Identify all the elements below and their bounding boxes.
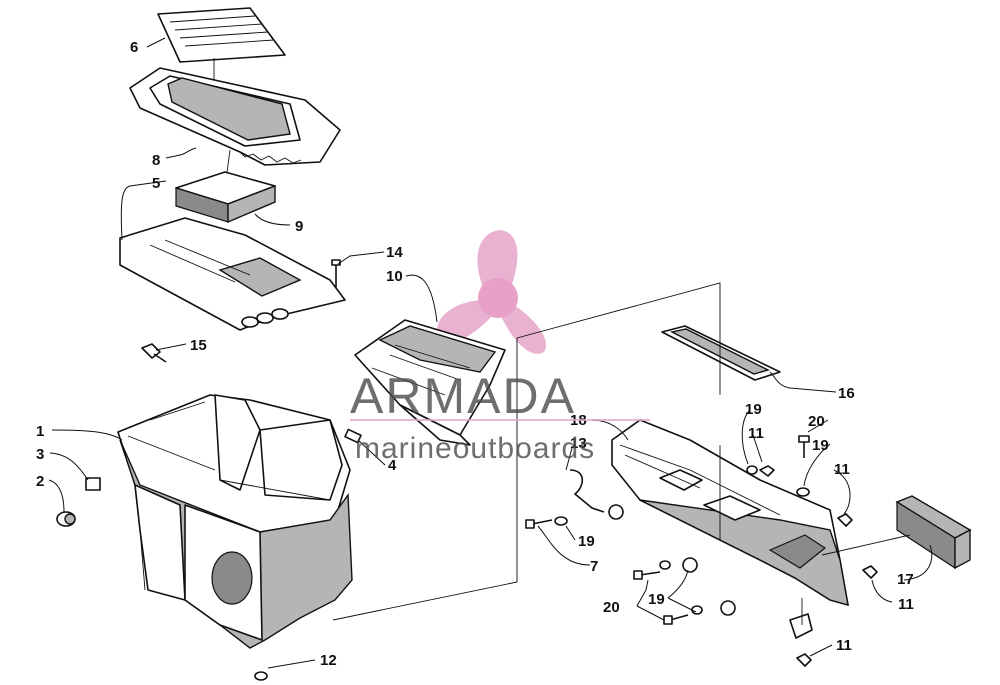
callout-11-right: 11 [834,461,850,478]
callout-labels: 6 8 5 9 14 10 15 1 3 2 4 18 13 16 19 11 … [36,39,914,669]
propeller-blade-right [500,304,547,354]
callout-19-top: 19 [745,401,762,418]
part-filter-pad [175,171,276,224]
callout-16: 16 [838,385,855,402]
callout-19-left: 19 [578,533,595,550]
callout-8: 8 [152,152,160,169]
propeller-blade-top [477,230,518,290]
part-base-plate [119,217,346,331]
propeller-hub [478,278,518,318]
part-decal [157,7,286,100]
callout-5: 5 [152,175,160,192]
callout-9: 9 [295,218,303,235]
part-bracket-rod [569,469,605,513]
callout-14: 14 [386,244,403,261]
part-grommet [56,511,76,527]
part-intake-housing [611,419,849,606]
part-duct [354,319,506,446]
watermark-brand: ARMADA [350,368,576,424]
propeller-blade-left [437,300,494,342]
part-outer-filter [895,495,972,570]
callout-17: 17 [897,571,914,588]
callout-11-top: 11 [748,425,764,442]
part-bolt [141,343,167,363]
callout-15: 15 [190,337,207,354]
callout-3: 3 [36,446,44,463]
callout-13: 13 [570,435,587,452]
watermark-text: ARMADA marineoutboards [350,368,650,465]
watermark-tagline: marineoutboards [355,432,595,465]
callout-20-right: 20 [808,413,825,430]
part-airbox-body [117,394,353,681]
callout-1: 1 [36,423,44,440]
callout-7: 7 [590,558,598,575]
callout-11-bottom: 11 [836,637,852,654]
hardware-group [525,435,878,667]
callout-2: 2 [36,473,44,490]
part-clip [85,477,101,491]
callout-11-lower: 11 [898,596,914,613]
callout-10: 10 [386,268,403,285]
callout-20-bottom: 20 [603,599,620,616]
callout-6: 6 [130,39,138,56]
part-gasket [661,325,781,381]
callout-4: 4 [388,457,397,474]
part-fastener [344,428,362,444]
part-airbox-cover [129,67,341,181]
callout-19-right: 19 [812,437,829,454]
callout-19-bottom: 19 [648,591,665,608]
watermark-logo [437,230,547,354]
callout-12: 12 [320,652,337,669]
leader-lines [48,37,933,669]
